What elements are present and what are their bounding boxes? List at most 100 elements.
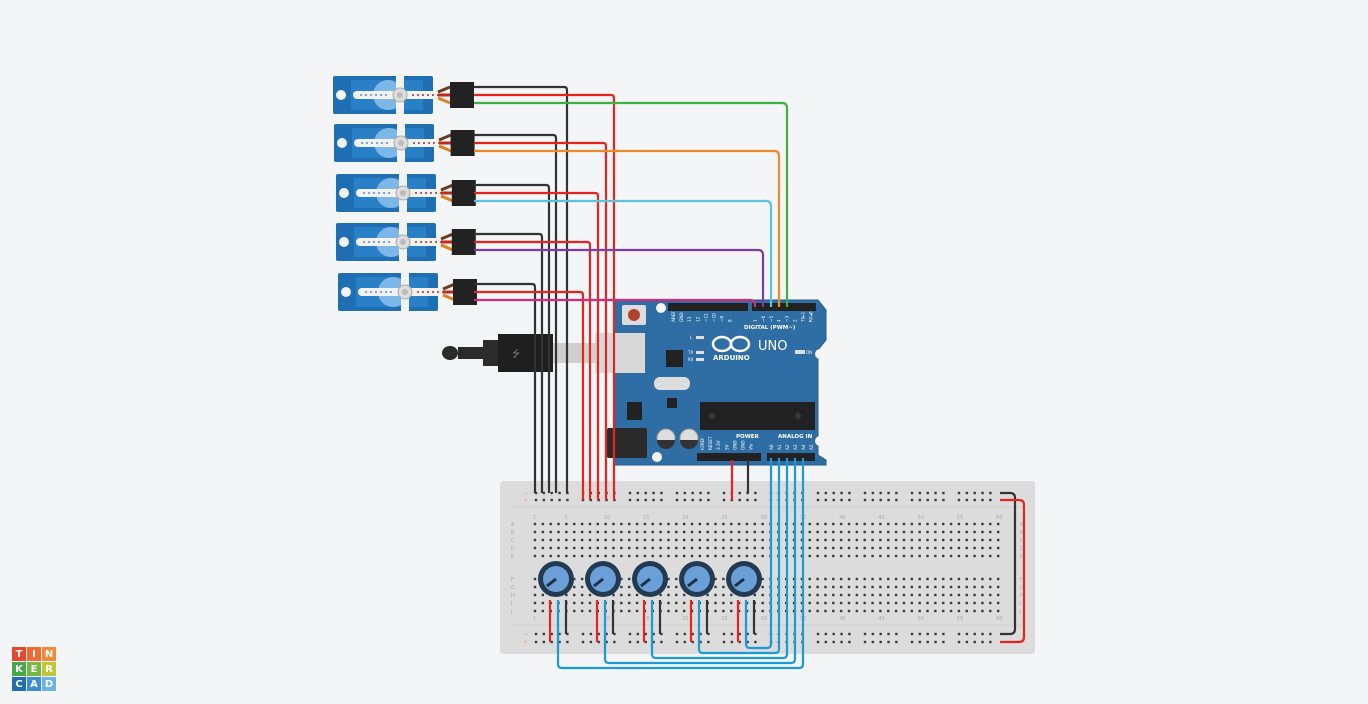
breadboard-hole[interactable] — [604, 538, 607, 542]
breadboard-hole[interactable] — [965, 585, 968, 589]
breadboard-hole[interactable] — [965, 593, 968, 597]
breadboard-hole[interactable] — [596, 546, 599, 550]
rail-hole[interactable] — [942, 491, 945, 495]
breadboard-hole[interactable] — [879, 577, 882, 581]
breadboard-hole[interactable] — [981, 593, 984, 597]
breadboard-hole[interactable] — [737, 522, 741, 526]
breadboard-hole[interactable] — [612, 522, 615, 526]
rail-hole[interactable] — [691, 640, 694, 644]
breadboard-hole[interactable] — [816, 601, 819, 605]
servo-signal-wire[interactable] — [474, 199, 773, 307]
breadboard-hole[interactable] — [949, 609, 953, 613]
breadboard-hole[interactable] — [965, 609, 968, 613]
breadboard-hole[interactable] — [942, 522, 945, 526]
breadboard-hole[interactable] — [871, 585, 874, 589]
rail-hole[interactable] — [887, 498, 890, 502]
breadboard-hole[interactable] — [926, 609, 929, 613]
rail-hole[interactable] — [699, 640, 702, 644]
breadboard-hole[interactable] — [651, 546, 654, 550]
breadboard-hole[interactable] — [667, 530, 670, 534]
rail-hole[interactable] — [824, 498, 828, 502]
breadboard-hole[interactable] — [894, 577, 898, 581]
rail-hole[interactable] — [660, 640, 663, 644]
breadboard-hole[interactable] — [832, 609, 835, 613]
rail-hole[interactable] — [887, 640, 890, 644]
breadboard-hole[interactable] — [675, 546, 678, 550]
breadboard-hole[interactable] — [894, 546, 898, 550]
rail-hole[interactable] — [840, 640, 843, 644]
breadboard-hole[interactable] — [557, 530, 560, 534]
breadboard-hole[interactable] — [722, 601, 725, 605]
breadboard-hole[interactable] — [910, 577, 913, 581]
rail-hole[interactable] — [879, 632, 882, 636]
breadboard-hole[interactable] — [596, 522, 599, 526]
breadboard[interactable]: 1155101015152020252530303535404045455050… — [500, 481, 1035, 654]
rail-hole[interactable] — [738, 498, 741, 502]
breadboard-hole[interactable] — [620, 601, 623, 605]
breadboard-hole[interactable] — [549, 554, 552, 558]
breadboard-hole[interactable] — [573, 593, 576, 597]
breadboard-hole[interactable] — [879, 546, 882, 550]
breadboard-hole[interactable] — [565, 538, 568, 542]
breadboard-hole[interactable] — [541, 593, 545, 597]
breadboard-hole[interactable] — [824, 585, 827, 589]
breadboard-hole[interactable] — [863, 609, 866, 613]
rail-hole[interactable] — [863, 640, 867, 644]
rail-hole[interactable] — [848, 632, 851, 636]
rail-hole[interactable] — [918, 640, 922, 644]
rail-hole[interactable] — [660, 491, 663, 495]
breadboard-hole[interactable] — [557, 554, 560, 558]
breadboard-hole[interactable] — [808, 522, 811, 526]
breadboard-hole[interactable] — [651, 522, 654, 526]
breadboard-hole[interactable] — [698, 530, 702, 534]
breadboard-hole[interactable] — [863, 554, 866, 558]
servo-signal-wire[interactable] — [474, 101, 789, 307]
servo-motor[interactable] — [334, 121, 475, 165]
breadboard-hole[interactable] — [934, 577, 937, 581]
breadboard-hole[interactable] — [957, 593, 961, 597]
breadboard-hole[interactable] — [926, 530, 929, 534]
rail-hole[interactable] — [840, 632, 843, 636]
breadboard-hole[interactable] — [808, 538, 811, 542]
breadboard-hole[interactable] — [737, 538, 741, 542]
rail-hole[interactable] — [918, 491, 922, 495]
breadboard-hole[interactable] — [855, 609, 859, 613]
breadboard-hole[interactable] — [839, 585, 843, 589]
breadboard-hole[interactable] — [737, 609, 741, 613]
breadboard-hole[interactable] — [541, 609, 545, 613]
breadboard-hole[interactable] — [847, 530, 851, 534]
breadboard-hole[interactable] — [847, 554, 851, 558]
rail-hole[interactable] — [652, 632, 655, 636]
breadboard-hole[interactable] — [714, 530, 717, 534]
rail-hole[interactable] — [989, 632, 992, 636]
breadboard-hole[interactable] — [573, 554, 576, 558]
breadboard-hole[interactable] — [816, 538, 819, 542]
rail-hole[interactable] — [558, 640, 561, 644]
breadboard-hole[interactable] — [730, 609, 733, 613]
breadboard-hole[interactable] — [816, 546, 819, 550]
breadboard-hole[interactable] — [824, 530, 827, 534]
rail-hole[interactable] — [926, 632, 929, 636]
breadboard-hole[interactable] — [996, 554, 1000, 558]
breadboard-hole[interactable] — [675, 593, 678, 597]
rail-hole[interactable] — [957, 491, 961, 495]
rail-hole[interactable] — [895, 491, 898, 495]
breadboard-hole[interactable] — [871, 601, 874, 605]
breadboard-hole[interactable] — [926, 577, 929, 581]
breadboard-hole[interactable] — [863, 593, 866, 597]
breadboard-hole[interactable] — [635, 554, 639, 558]
rail-hole[interactable] — [871, 498, 875, 502]
breadboard-hole[interactable] — [612, 546, 615, 550]
rail-hole[interactable] — [887, 491, 890, 495]
servo-motor[interactable] — [336, 220, 476, 264]
rail-hole[interactable] — [597, 632, 600, 636]
breadboard-hole[interactable] — [761, 609, 764, 613]
rail-hole[interactable] — [652, 640, 655, 644]
breadboard-hole[interactable] — [824, 546, 827, 550]
breadboard-hole[interactable] — [753, 538, 756, 542]
breadboard-hole[interactable] — [879, 522, 882, 526]
breadboard-hole[interactable] — [949, 538, 953, 542]
breadboard-hole[interactable] — [635, 593, 639, 597]
rail-hole[interactable] — [636, 498, 640, 502]
breadboard-hole[interactable] — [659, 530, 662, 534]
